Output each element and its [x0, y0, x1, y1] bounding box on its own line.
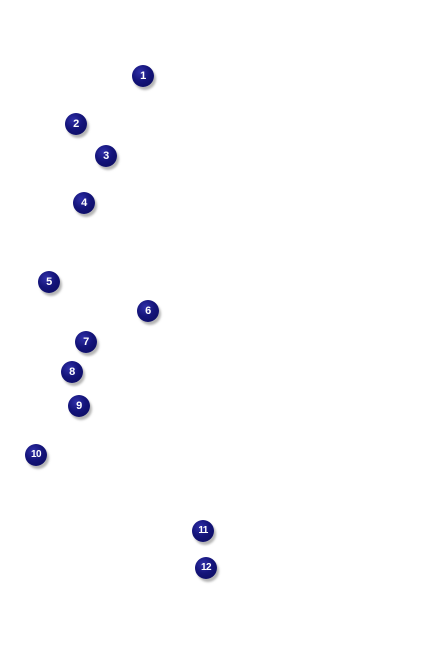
marker-label: 11	[198, 525, 208, 536]
marker-label: 8	[69, 365, 75, 378]
marker-9[interactable]: 9	[68, 395, 90, 417]
marker-label: 3	[103, 149, 109, 162]
marker-7[interactable]: 7	[75, 331, 97, 353]
marker-12[interactable]: 12	[195, 557, 217, 579]
marker-label: 6	[145, 304, 151, 317]
marker-10[interactable]: 10	[25, 444, 47, 466]
marker-label: 2	[73, 117, 79, 130]
marker-label: 4	[81, 196, 87, 209]
marker-1[interactable]: 1	[132, 65, 154, 87]
marker-label: 1	[140, 69, 146, 82]
marker-label: 5	[46, 275, 52, 288]
marker-11[interactable]: 11	[192, 520, 214, 542]
marker-label: 12	[201, 562, 212, 573]
marker-2[interactable]: 2	[65, 113, 87, 135]
marker-8[interactable]: 8	[61, 361, 83, 383]
marker-6[interactable]: 6	[137, 300, 159, 322]
marker-label: 10	[31, 449, 42, 460]
marker-4[interactable]: 4	[73, 192, 95, 214]
marker-label: 9	[76, 399, 82, 412]
marker-5[interactable]: 5	[38, 271, 60, 293]
marker-label: 7	[83, 335, 89, 348]
marker-3[interactable]: 3	[95, 145, 117, 167]
